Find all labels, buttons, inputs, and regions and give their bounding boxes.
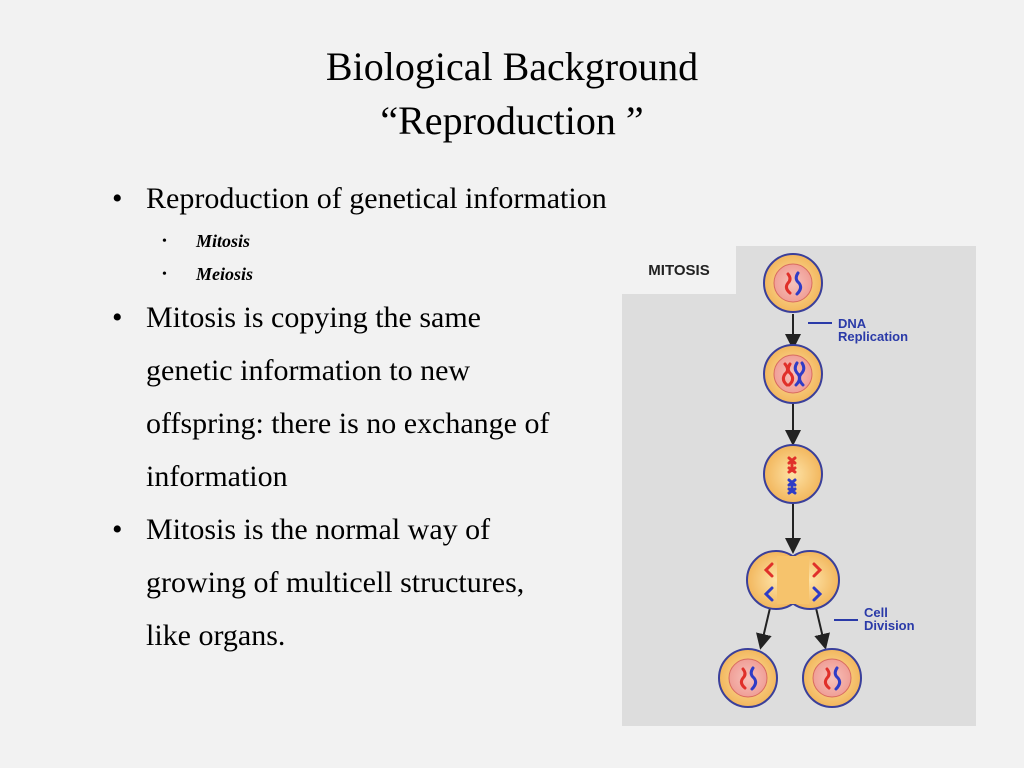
sub-bullet-dot: • [162,234,167,249]
mitosis-figure: MITOSIS DNA Replication Cell Division [622,246,976,726]
dna-replication-note: DNA Replication [838,317,908,343]
bullet-text: Mitosis is copying the same genetic info… [146,301,550,493]
note-line: DNA [838,316,867,331]
bullet-list: • Reproduction of genetical information … [112,172,692,662]
note-line: Cell [864,605,888,620]
daughter-cell-right [802,648,862,708]
note-line: Division [864,618,915,633]
bullet-dot: • [112,513,123,546]
title-line-1: Biological Background [325,44,699,89]
cell-3 [763,444,823,504]
bullet-item: • Reproduction of genetical information [112,172,692,225]
dividing-cell [746,550,840,610]
cell-1 [763,253,823,313]
bullet-item: • Mitosis is copying the same genetic in… [112,291,566,503]
cell-2 [763,344,823,404]
bullet-item: • Mitosis is the normal way of growing o… [112,503,566,662]
bullet-dot: • [112,182,123,215]
sub-bullet-text: Meiosis [196,264,254,284]
figure-label: MITOSIS [622,246,736,294]
sub-bullet-dot: • [162,267,167,282]
slide-title: Biological Background “Reproduction ” [0,40,1024,148]
sub-bullet-item: • Meiosis [112,258,692,291]
bullet-text: Reproduction of genetical information [146,182,607,215]
mitosis-diagram [718,253,862,708]
title-line-2: “Reproduction ” [380,98,644,143]
sub-bullet-item: • Mitosis [112,225,692,258]
cell-division-note: Cell Division [864,606,915,632]
arrow-4 [756,607,772,650]
note-line: Replication [838,329,909,344]
bullet-text: Mitosis is the normal way of growing of … [146,513,525,652]
bullet-dot: • [112,301,123,334]
daughter-cell-left [718,648,778,708]
arrow-5 [814,607,830,650]
sub-bullet-text: Mitosis [196,231,251,251]
